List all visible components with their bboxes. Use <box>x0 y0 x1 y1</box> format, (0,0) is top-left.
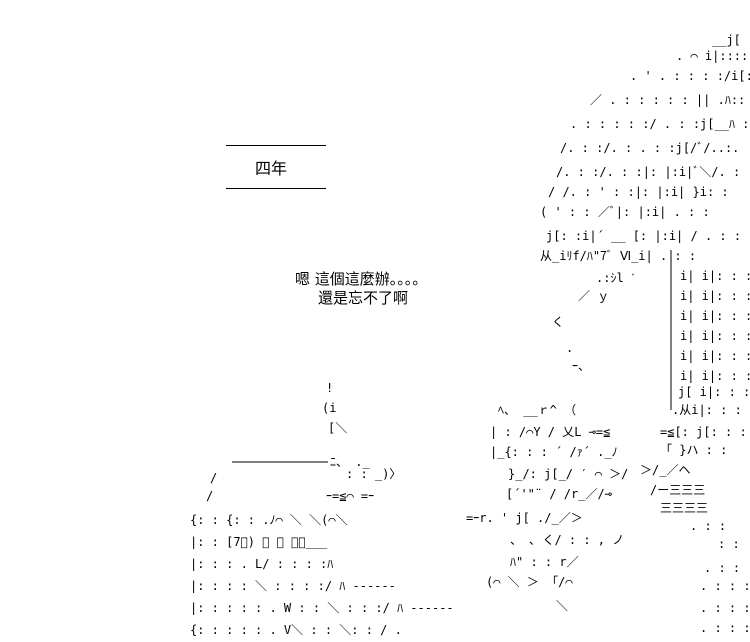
svg-text:.:ｼl ˊ: .:ｼl ˊ <box>596 271 635 285</box>
svg-text:( ' : : ／ﾞ|: |:i| . : :: ( ' : : ／ﾞ|: |:i| . : : <box>540 205 710 219</box>
svg-text:i| i|: : :: i| i|: : : <box>680 269 750 283</box>
svg-text:i| i|: : :: i| i|: : : <box>680 349 750 363</box>
hand-art: ﾍ、 __ｒ^ （ | : /⌒Y / 乂L ⊸=≦ |_{: : : ´ /ｧ… <box>466 403 628 613</box>
svg-text:. : :: . : : <box>690 519 726 533</box>
svg-text:(⌒ ＼ ＞ 「/⌒: (⌒ ＼ ＞ 「/⌒ <box>486 575 573 589</box>
svg-text:. ⌒ i|:::::i[: . ⌒ i|:::::i[ <box>676 49 750 63</box>
svg-text:＞/_／ヘ: ＞/_／ヘ <box>640 463 690 477</box>
chapter-title: 四年 <box>255 159 288 178</box>
svg-text:i| i|: : :: i| i|: : : <box>680 289 750 303</box>
svg-text:(i: (i <box>322 401 336 415</box>
svg-text:. : : :: . : : : <box>700 579 750 593</box>
svg-text:. : : : : :/ . : :j[__ﾊ ::i[: . : : : : :/ . : :j[__ﾊ ::i[ <box>570 117 750 131</box>
svg-text:=≦[: j[: : :: =≦[: j[: : : <box>660 425 747 439</box>
svg-text:. ' . : : : :/i[::::i[: . ' . : : : :/i[::::i[ <box>630 69 750 83</box>
svg-text:: : _)〉: : : _)〉 <box>346 467 401 481</box>
svg-text:[＼: [＼ <box>328 421 347 435</box>
svg-text:. : : :: . : : : <box>700 601 750 615</box>
svg-text:{: : {: : .ﾉ⌒ ＼ ＼(⌒＼: {: : {: : .ﾉ⌒ ＼ ＼(⌒＼ <box>190 513 348 527</box>
svg-text:く: く <box>552 315 564 329</box>
svg-text:／ ｙ: ／ ｙ <box>578 289 609 303</box>
svg-text:＼: ＼ <box>556 599 568 613</box>
svg-text:|_{: : : ´ /ｧ´ ._ﾉ: |_{: : : ´ /ｧ´ ._ﾉ <box>490 445 618 459</box>
svg-text:{: : : : : . V＼ : : ＼: : /: {: : : : : . V＼ : : ＼: : / . <box>190 623 402 637</box>
svg-text:/ /. : ' : :|: |:i| }i:: / /. : ' : :|: |:i| }i: : <box>548 185 729 199</box>
svg-text:__j[: __j[ <box>712 33 741 47</box>
svg-text:三三三三: 三三三三 <box>660 501 708 515</box>
svg-text:i| i|: : :: i| i|: : : <box>680 309 750 323</box>
svg-text:i| i|: : :: i| i|: : : <box>680 329 750 343</box>
svg-text:|: : : . L/ : : : :: |: : : . L/ : : : :ﾊ <box>190 557 333 571</box>
svg-text:.从i|: : :: .从i|: : : <box>672 403 742 417</box>
arm-art: ! (i [＼ ﾆ、 ._ : : _)〉 / / ｰ=≦⌒ =ｰ {: : {… <box>190 381 454 637</box>
title-rule-bottom <box>226 188 326 189</box>
svg-text:ｰ、: ｰ、 <box>572 359 590 373</box>
dialogue-line-1: 嗯 這個這麼辦。。。。 <box>295 270 428 288</box>
svg-text:从_iﾘf/ﾊ"7ﾞ Ⅵ_i| . : :: 从_iﾘf/ﾊ"7ﾞ Ⅵ_i| . : : <box>540 249 696 263</box>
svg-text:i| i|: : :: i| i|: : : <box>680 369 750 383</box>
svg-text:／ . : : : : : || .ﾊ:: i[: ／ . : : : : : || .ﾊ:: i[ <box>590 93 750 107</box>
svg-text:ｰ=≦⌒ =ｰ: ｰ=≦⌒ =ｰ <box>326 489 374 503</box>
svg-text:[´'"¨ / /r_／/⊸: [´'"¨ / /r_／/⊸ <box>506 487 612 501</box>
svg-text:: :: : : <box>718 537 740 551</box>
svg-text:ﾆ、 ._: ﾆ、 ._ <box>330 455 370 469</box>
svg-text:| : /⌒Y / 乂L ⊸=≦: | : /⌒Y / 乂L ⊸=≦ <box>490 425 610 439</box>
svg-text:=ｰr. ' j[ ./_／＞: =ｰr. ' j[ ./_／＞ <box>466 511 583 525</box>
svg-text:!: ! <box>326 381 333 395</box>
svg-text:|: : : : : . W : : ＼ : : :: |: : : : : . W : : ＼ : : :/ ﾊ -‐‐‐‐‐ <box>190 601 454 615</box>
svg-text:j[: :i|´ __ [: |:i| / .: j[: :i|´ __ [: |:i| / . : : <box>546 229 741 243</box>
dialogue-line-2: 還是忘不了啊 <box>318 289 409 307</box>
svg-text:|: : : : ＼ : : : :/ ﾊ: |: : : : ＼ : : : :/ ﾊ -‐‐‐‐‐ <box>190 579 396 593</box>
svg-text:/: / <box>206 489 213 503</box>
svg-text:、 ､ く/ : : , ノ: 、 ､ く/ : : , ノ <box>510 533 624 547</box>
svg-text:ﾍ、 __ｒ^ （: ﾍ、 __ｒ^ （ <box>498 403 576 417</box>
svg-text:/ー三三三: /ー三三三 <box>650 483 705 497</box>
svg-text:. : : :: . : : : <box>700 621 750 635</box>
svg-text:/. : :/. : :|: |:i|ﾞ＼/. :: /. : :/. : :|: |:i|ﾞ＼/. : <box>556 165 740 179</box>
svg-text:. : :: . : : <box>704 561 740 575</box>
svg-text:/. : :/. : . : :j[/ﾞ/..:.: /. : :/. : . : :j[/ﾞ/..:. <box>560 141 739 155</box>
title-rule-top <box>226 145 326 146</box>
svg-text:|: : [7ﾞ) ： ： ＼）___: |: : [7ﾞ) ： ： ＼）___ <box>190 535 328 549</box>
character-head-art: __j[ . ⌒ i|:::::i[ . ' . : : : :/i[::::i… <box>540 33 750 373</box>
svg-text:「 }ハ : :: 「 }ハ : : <box>660 443 727 457</box>
svg-text:ﾊ" : : r／: ﾊ" : : r／ <box>510 555 579 569</box>
svg-text:j[ i|: : :: j[ i|: : : <box>678 385 750 399</box>
svg-text:/: / <box>210 471 217 485</box>
svg-text:}_/: j[_/ ′ ⌒ ＞/: }_/: j[_/ ′ ⌒ ＞/ <box>508 467 628 481</box>
character-body-art: i| i|: : : i| i|: : : i| i|: : : i| i|: … <box>640 250 750 635</box>
svg-text:.: . <box>566 341 573 355</box>
